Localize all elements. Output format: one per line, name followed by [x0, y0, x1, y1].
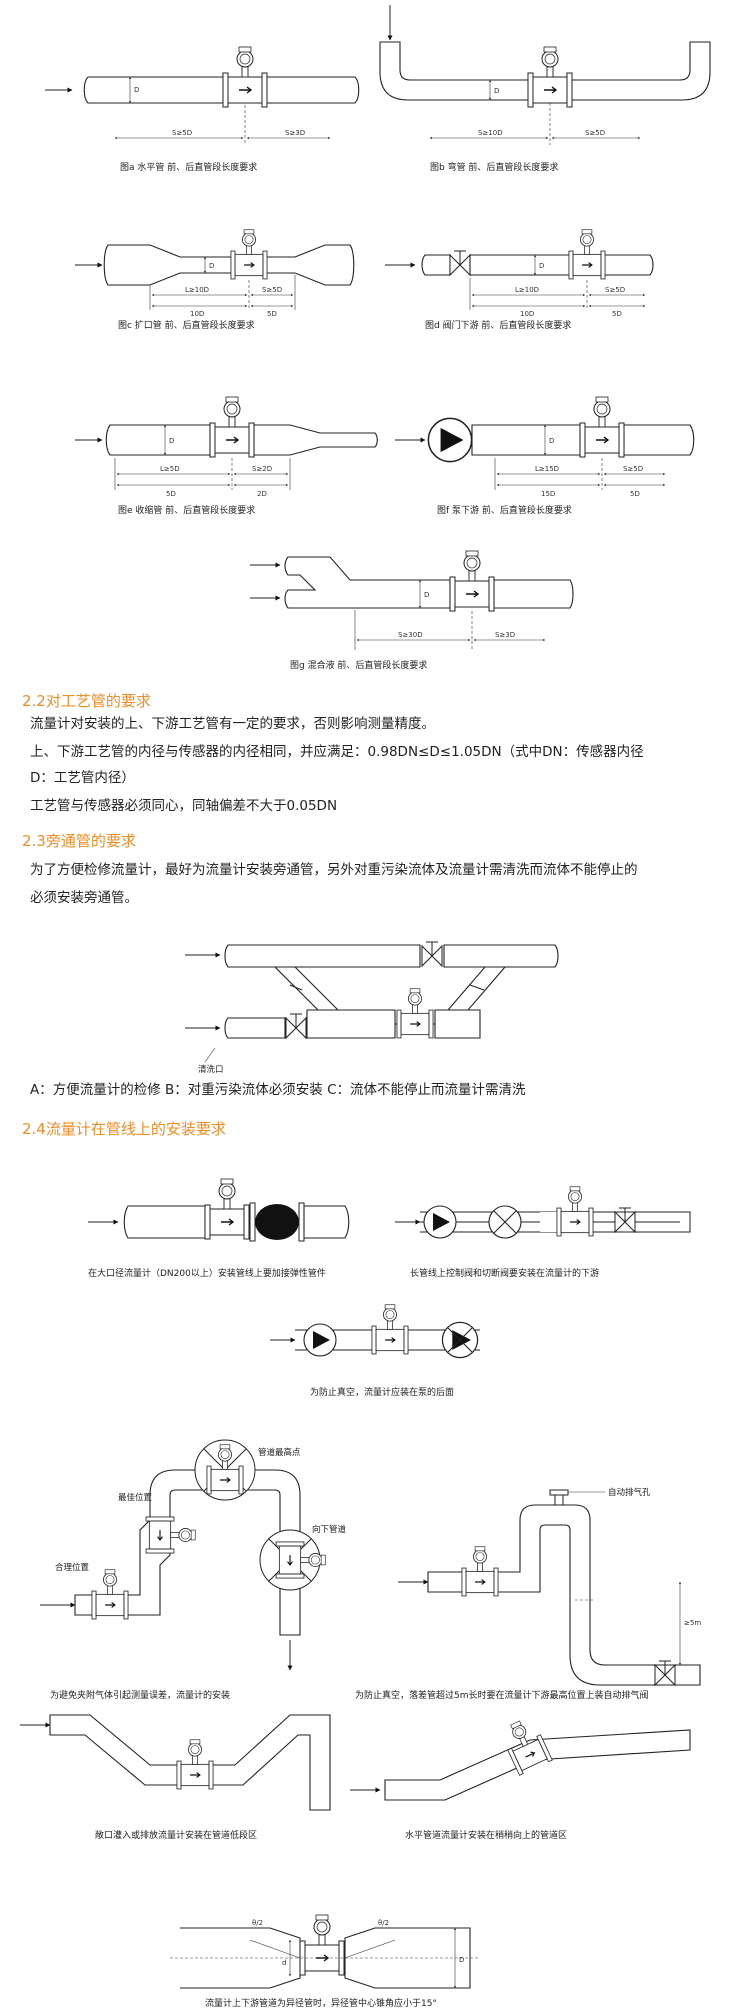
svg-text:D: D [134, 86, 139, 94]
flex-joint-diagram [88, 1178, 350, 1242]
label-auto-vent: 自动排气孔 [608, 1487, 651, 1498]
figure-d: D L≥10D S≥5D 10D 5D [385, 230, 654, 318]
vent-valve-diagram: 自动排气孔 ≥5m [398, 1487, 701, 1686]
svg-text:S≥5D: S≥5D [585, 129, 605, 137]
svg-text:L≥5D: L≥5D [160, 465, 180, 473]
reducer-diagram: θ/2 θ/2 d D [170, 1914, 480, 1989]
gas-avoidance-diagram: 管道最高点 最佳位置 合理位置 向下管道 [40, 1439, 347, 1671]
clean-port-label: 清洗口 [198, 1064, 224, 1075]
svg-text:S≥30D: S≥30D [398, 631, 423, 639]
sec22-para-1: 流量计对安装的上、下游工艺管有一定的要求，否则影响测量精度。 [30, 716, 435, 732]
caption-upward-slope: 水平管道流量计安装在稍稍向上的管道区 [405, 1831, 568, 1841]
label-best-position: 最佳位置 [118, 1492, 153, 1503]
svg-text:L≥15D: L≥15D [535, 465, 559, 473]
figure-e: D L≥5D S≥2D 5D 2D [75, 396, 378, 498]
svg-text:5D: 5D [612, 310, 622, 318]
label-D: D [459, 1956, 464, 1964]
svg-text:D: D [209, 262, 214, 270]
caption-fig-c: 图c 扩口管 前、后直管段长度要求 [118, 321, 255, 331]
caption-gas-avoidance: 为避免夹附气体引起测量误差，流量计的安装 [50, 1691, 231, 1701]
figure-f: D L≥15D S≥5D 15D 5D [395, 396, 695, 498]
figure-g: D S≥30D S≥3D [250, 550, 574, 650]
label-highest-point: 管道最高点 [258, 1447, 301, 1458]
svg-text:S≥10D: S≥10D [478, 129, 503, 137]
caption-fig-g: 图g 混合液 前、后直管段长度要求 [290, 661, 428, 671]
svg-text:10D: 10D [190, 310, 204, 318]
sec23-para-1: 为了方便检修流量计，最好为流量计安装旁通管，另外对重污染流体及流量计需清洗而流体… [30, 862, 638, 878]
caption-flex-joint: 在大口径流量计（DN200以上）安装管线上要加接弹性管件 [88, 1269, 326, 1279]
caption-fig-d: 图d 阀门下游 前、后直管段长度要求 [425, 321, 572, 331]
svg-text:S≥5D: S≥5D [605, 286, 625, 294]
sec22-para-4: 工艺管与传感器必须同心，同轴偏差不大于0.05DN [30, 798, 338, 814]
label-downward-pipe: 向下管道 [312, 1524, 347, 1535]
sec23-abc: A：方便流量计的检修 B：对重污染流体必须安装 C：流体不能停止而流量计需清洗 [30, 1082, 526, 1098]
caption-fig-a: 图a 水平管 前、后直管段长度要求 [120, 163, 258, 173]
svg-text:S≥5D: S≥5D [262, 286, 282, 294]
svg-text:S≥5D: S≥5D [623, 465, 643, 473]
svg-text:15D: 15D [541, 490, 555, 498]
label-half-angle-right: θ/2 [378, 1919, 389, 1927]
svg-text:S≥5D: S≥5D [172, 129, 192, 137]
caption-fig-b: 图b 弯管 前、后直管段长度要求 [430, 163, 559, 173]
svg-text:S≥3D: S≥3D [495, 631, 515, 639]
svg-text:S≥2D: S≥2D [252, 465, 272, 473]
sec23-para-2: 必须安装旁通管。 [30, 890, 138, 906]
section-title-2-3: 2.3旁通管的要求 [22, 832, 136, 850]
svg-text:5D: 5D [630, 490, 640, 498]
section-title-2-2: 2.2对工艺管的要求 [22, 692, 151, 710]
pump-upstream-diagram [270, 1305, 480, 1359]
valve-downstream-diagram [395, 1187, 691, 1239]
svg-text:L≥10D: L≥10D [185, 286, 209, 294]
upward-slope-diagram [350, 1715, 691, 1801]
caption-pump-upstream: 为防止真空，流量计应装在泵的后面 [310, 1388, 455, 1398]
svg-text:≥5m: ≥5m [684, 1619, 701, 1627]
section-title-2-4: 2.4流量计在管线上的安装要求 [22, 1120, 226, 1138]
svg-text:D: D [169, 437, 174, 445]
bypass-diagram: 清洗口 [185, 941, 559, 1075]
svg-text:D: D [539, 262, 544, 270]
svg-text:5D: 5D [267, 310, 277, 318]
label-reasonable-position: 合理位置 [55, 1562, 90, 1573]
caption-valve-downstream: 长管线上控制阀和切断阀要安装在流量计的下游 [410, 1269, 600, 1279]
caption-vent-valve: 为防止真空，落差管超过5m长时要在流量计下游最高位置上装自动排气阀 [355, 1691, 649, 1701]
svg-text:L≥10D: L≥10D [515, 286, 539, 294]
caption-reducer: 流量计上下游管道为异径管时，异径管中心锥角应小于15° [205, 1999, 437, 2009]
svg-text:2D: 2D [257, 490, 267, 498]
svg-text:S≥3D: S≥3D [285, 129, 305, 137]
svg-text:10D: 10D [520, 310, 534, 318]
svg-text:5D: 5D [166, 490, 176, 498]
caption-fig-f: 图f 泵下游 前、后直管段长度要求 [437, 506, 572, 516]
svg-text:D: D [424, 591, 429, 599]
figure-a: D S≥5D S≥3D [45, 46, 360, 145]
low-section-diagram [20, 1714, 331, 1811]
figure-c: D L≥10D S≥5D 10D 5D [75, 230, 355, 318]
sec22-para-3: D：工艺管内径） [30, 770, 135, 786]
svg-text:D: D [549, 437, 554, 445]
sec22-para-2: 上、下游工艺管的内径与传感器的内径相同，并应满足：0.98DN≤D≤1.05DN… [30, 744, 644, 760]
caption-low-section: 敞口灌入或排放流量计安装在管道低段区 [95, 1831, 258, 1841]
caption-fig-e: 图e 收缩管 前、后直管段长度要求 [118, 506, 256, 516]
figure-b: D S≥10D S≥5D [379, 5, 711, 145]
label-half-angle-left: θ/2 [252, 1919, 263, 1927]
svg-text:D: D [494, 87, 499, 95]
label-d: d [282, 1959, 286, 1967]
